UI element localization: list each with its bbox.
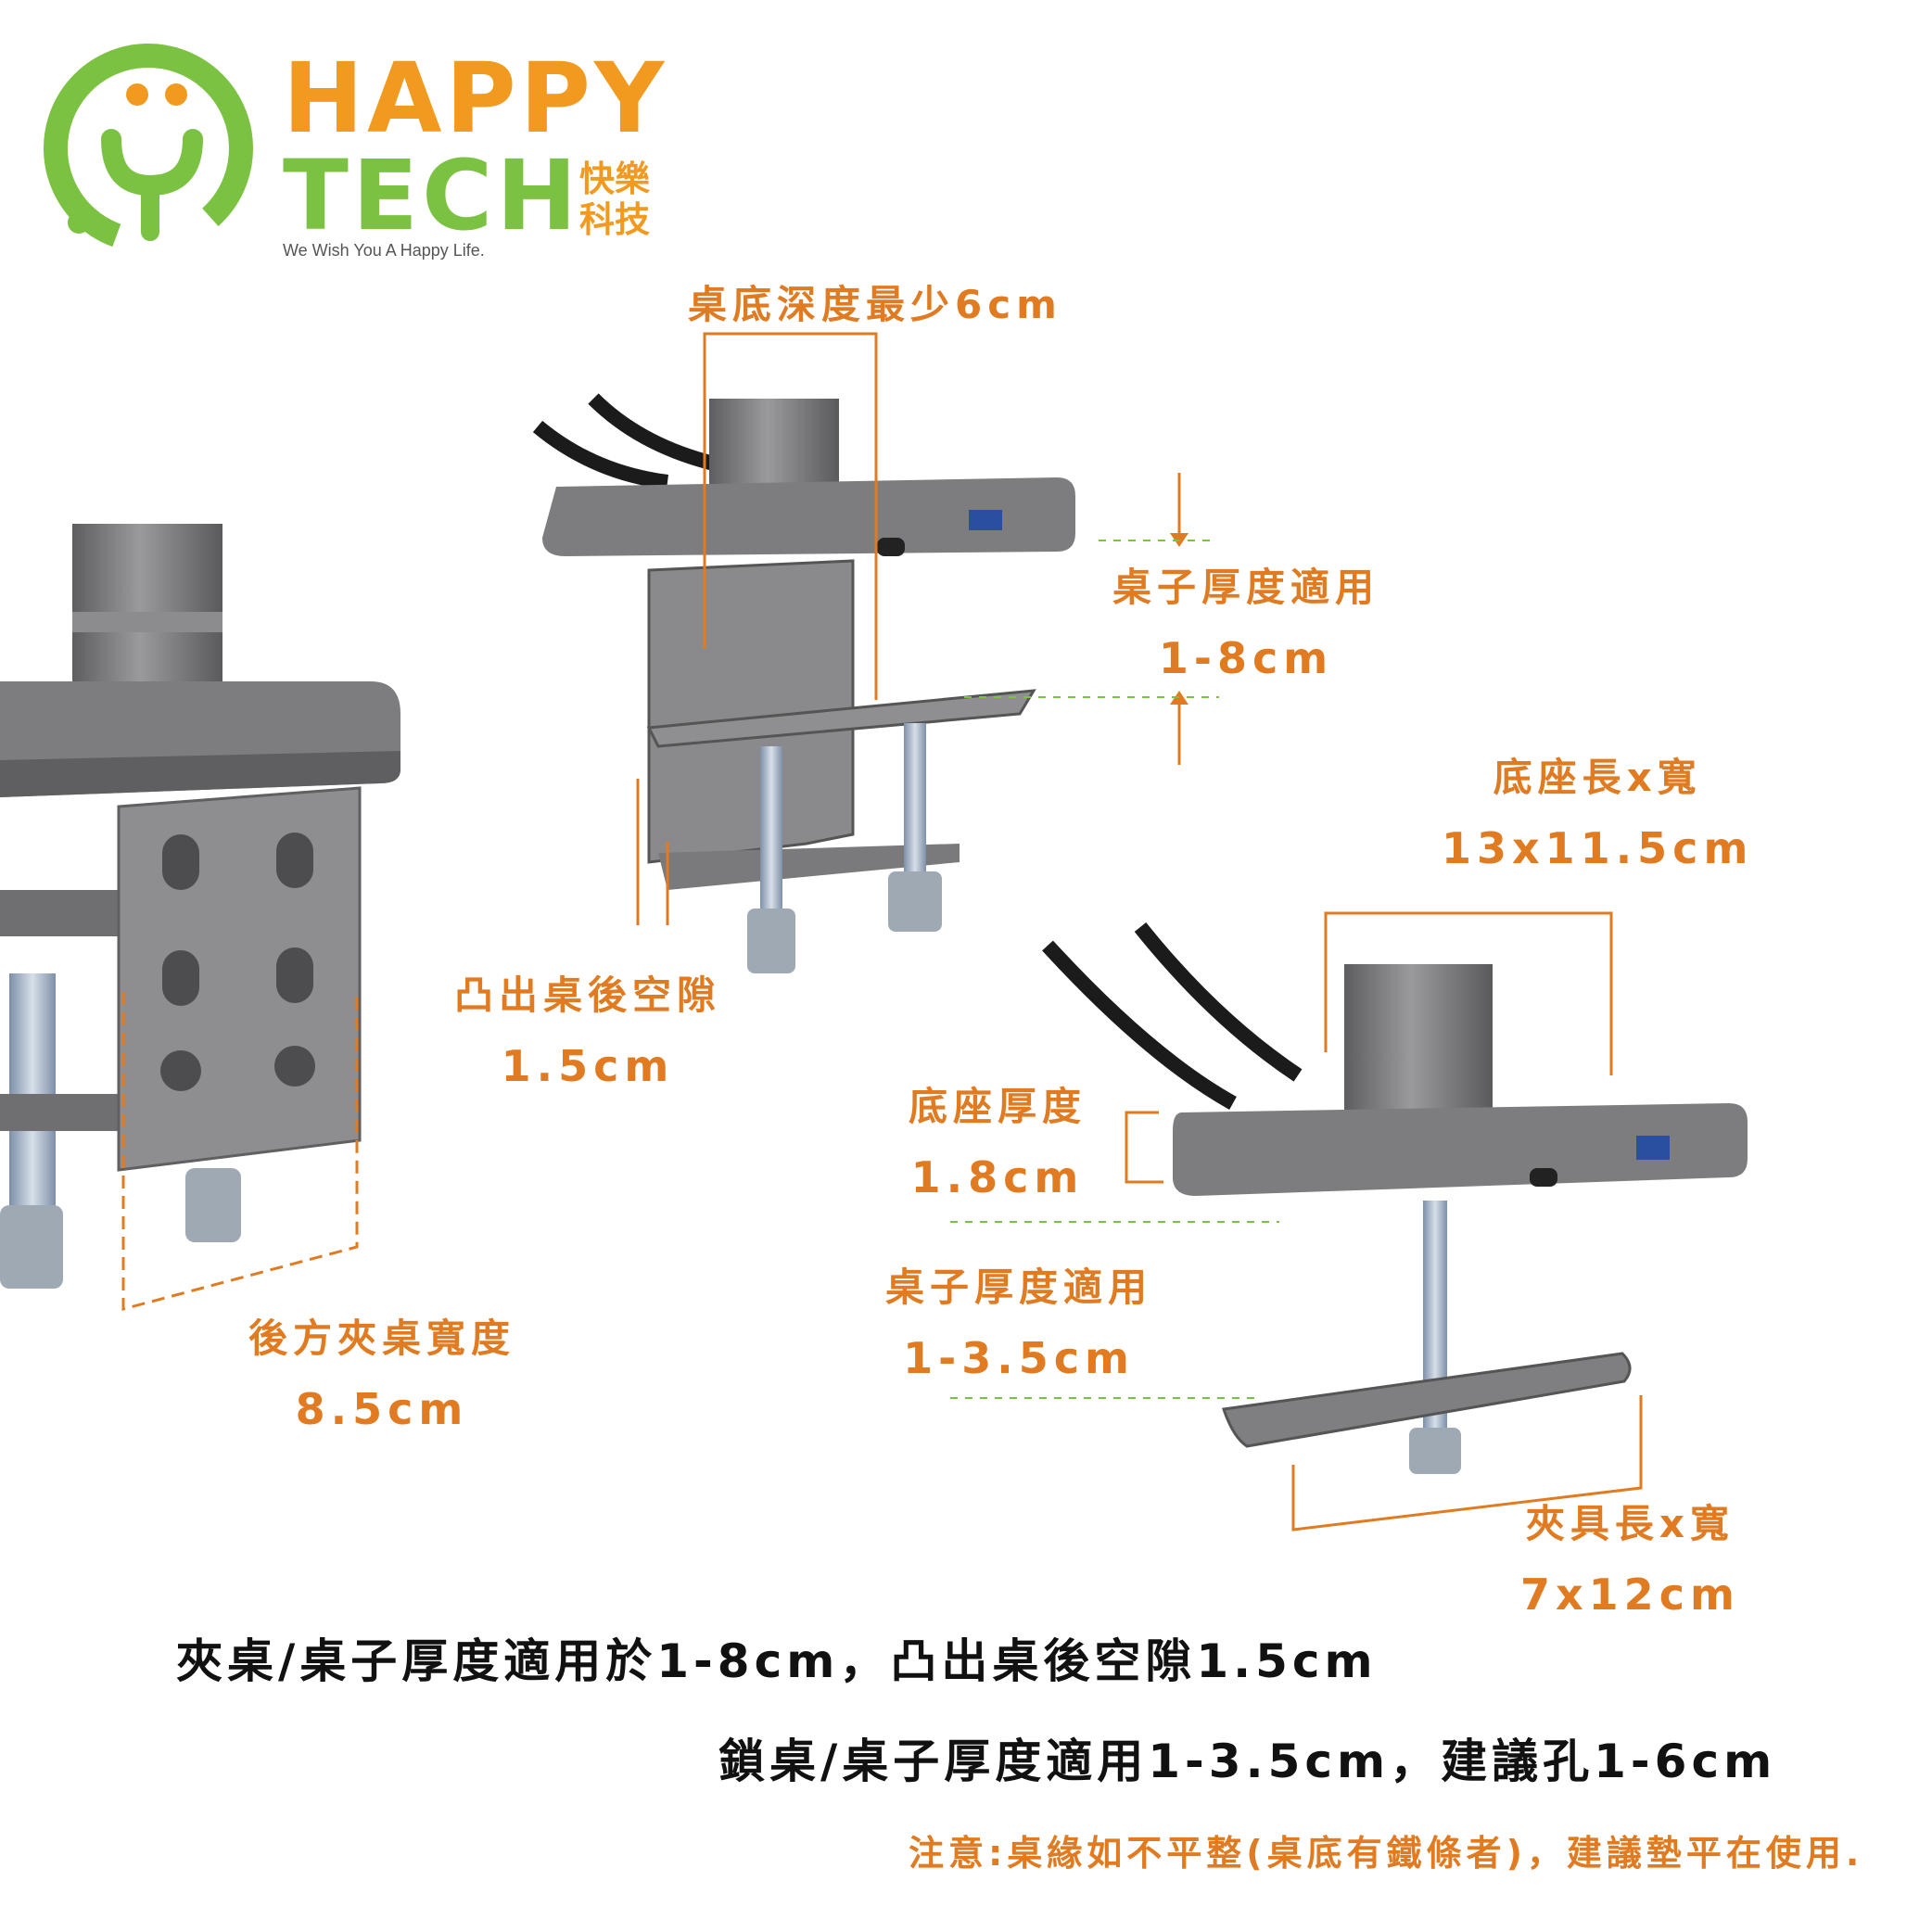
label-desk-depth: 桌底深度最少6cm: [688, 282, 1062, 327]
label-base-thickness: 底座厚度 1.8cm: [909, 1084, 1087, 1202]
dimension-lines: [121, 332, 1643, 1532]
note-grommet-spec: 鎖桌/桌子厚度適用1-3.5cm，建議孔1-6cm: [718, 1735, 1777, 1788]
logo-word-tech: TECH: [283, 139, 581, 252]
label-rear-width: 後方夾桌寬度 8.5cm: [248, 1316, 516, 1434]
desk-guide-lines: [950, 540, 1279, 1399]
logo-chinese-2: 科技: [579, 199, 651, 240]
logo-word-happy: HAPPY: [283, 42, 668, 155]
label-clamp-thickness: 桌子厚度適用 1-8cm: [1112, 565, 1380, 683]
note-clamp-spec: 夾桌/桌子厚度適用於1-8cm，凸出桌後空隙1.5cm: [176, 1634, 1378, 1688]
logo-face-icon: [44, 44, 253, 253]
label-grommet-thickness: 桌子厚度適用 1-3.5cm: [885, 1265, 1153, 1383]
logo-tagline: We Wish You A Happy Life.: [283, 241, 485, 260]
c-clamp-illustration: [532, 393, 1075, 973]
note-warning: 注意:桌緣如不平整(桌底有鐵條者)，建議墊平在使用.: [909, 1833, 1864, 1874]
label-rear-gap: 凸出桌後空隙 1.5cm: [454, 972, 722, 1091]
label-base-size: 底座長x寬 13x11.5cm: [1442, 755, 1754, 873]
logo-chinese-1: 快樂: [579, 159, 651, 199]
logo: HAPPY TECH 快樂 科技 We Wish You A Happy Lif…: [37, 37, 667, 269]
rear-clamp-illustration: [0, 524, 400, 1289]
label-plate-size: 夾具長x寬 7x12cm: [1520, 1501, 1740, 1620]
grommet-base-illustration: [1042, 922, 1748, 1474]
